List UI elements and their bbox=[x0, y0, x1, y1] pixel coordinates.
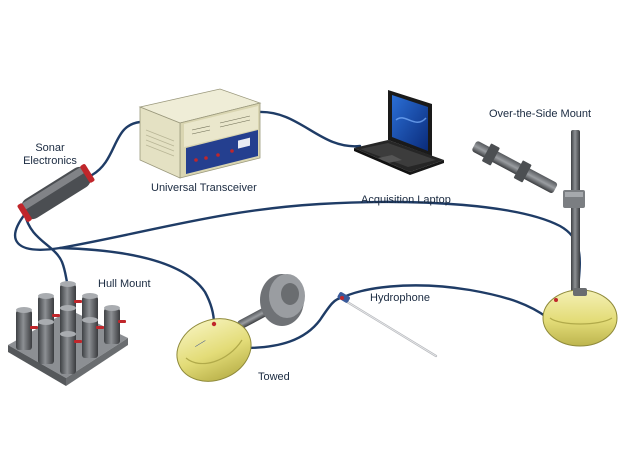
hydrophone-label: Hydrophone bbox=[370, 292, 430, 304]
hull-mount-label: Hull Mount bbox=[98, 278, 151, 290]
cable-sonar-to-hull-mount bbox=[23, 212, 70, 288]
cable-sonar-to-towed bbox=[58, 246, 216, 326]
over-the-side-mount-label: Over-the-Side Mount bbox=[489, 108, 592, 120]
acquisition-laptop-label: Acquisition Laptop bbox=[361, 194, 451, 206]
hull-mount-array bbox=[8, 281, 128, 386]
cables bbox=[14, 110, 581, 350]
towed-body: —— bbox=[176, 274, 305, 382]
svg-text:——: —— bbox=[194, 338, 207, 349]
acquisition-laptop bbox=[354, 90, 444, 175]
sonar-electronics-label-line2: Electronics bbox=[23, 155, 77, 167]
cable-sonar-to-over-the-side bbox=[14, 200, 581, 292]
cable-sonar-to-transceiver bbox=[90, 120, 142, 177]
hydrophone-probe bbox=[337, 292, 438, 358]
sonar-electronics-label: Sonar Electronics bbox=[18, 142, 82, 168]
sonar-electronics-label-line1: Sonar bbox=[35, 142, 65, 154]
over-the-side-transducer bbox=[542, 289, 618, 347]
cable-transceiver-to-laptop bbox=[256, 110, 362, 148]
towed-label: Towed bbox=[258, 371, 290, 383]
universal-transceiver-unit bbox=[138, 88, 262, 179]
over-the-side-mount bbox=[472, 130, 618, 347]
universal-transceiver-label: Universal Transceiver bbox=[151, 182, 257, 194]
cable-hydrophone-to-over-the-side bbox=[340, 284, 550, 320]
cable-towed-to-hydrophone bbox=[242, 296, 344, 350]
sonar-electronics-canister bbox=[17, 164, 95, 222]
hull-mount-cylinders bbox=[16, 281, 120, 374]
